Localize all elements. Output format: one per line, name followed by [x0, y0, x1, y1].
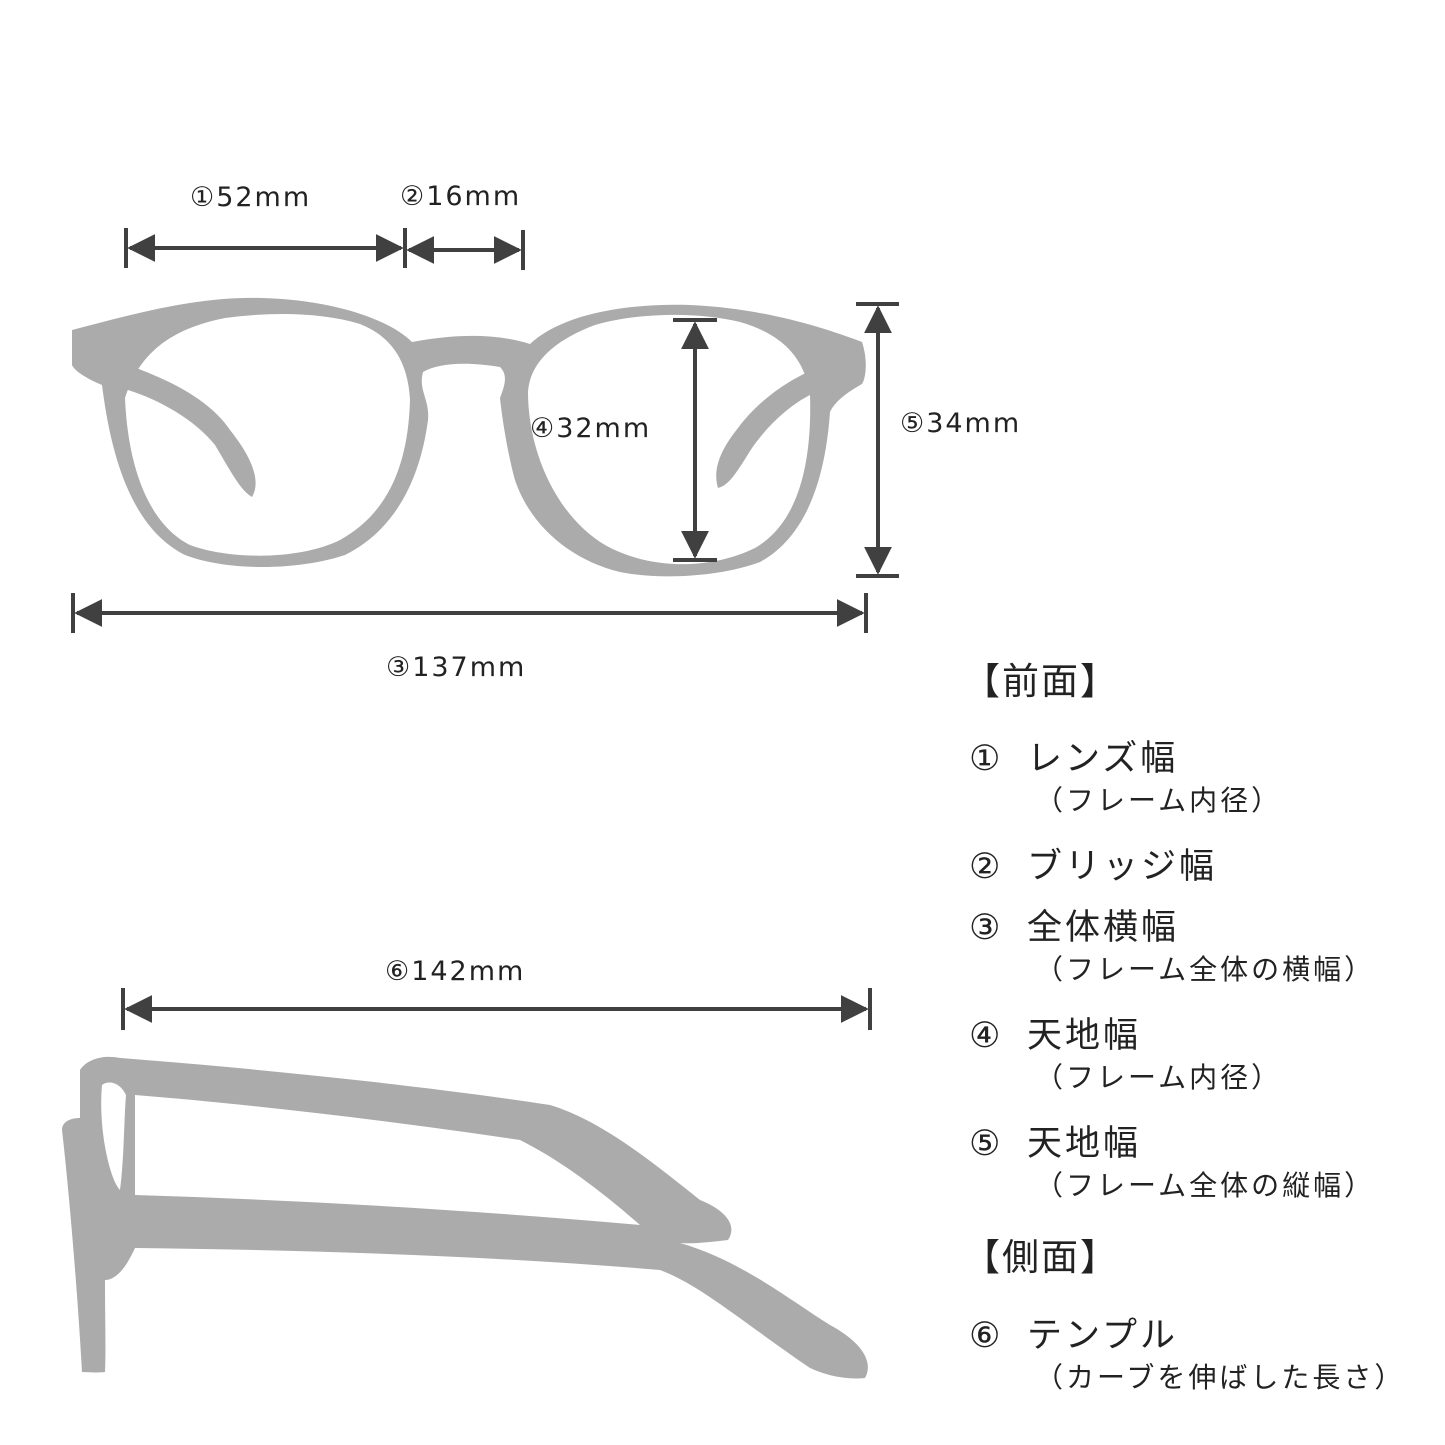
legend-item-total-width: ③ 全体横幅 — [969, 899, 1179, 950]
legend-num: ③ — [969, 908, 1004, 948]
frame-height-label: ⑤34mm — [900, 408, 1021, 439]
legend-sub: （フレーム全体の縦幅） — [1035, 1169, 1376, 1202]
legend-sub: （フレーム内径） — [1035, 1061, 1283, 1094]
side-frame — [62, 1056, 868, 1379]
legend-label: レンズ幅 — [1027, 739, 1179, 779]
legend-item-frame-height: ⑤ 天地幅 — [969, 1115, 1141, 1166]
lens-height-label: ④32mm — [530, 413, 651, 444]
legend-item-temple: ⑥ テンプル — [969, 1307, 1178, 1358]
front-frame — [72, 297, 866, 577]
legend-num: ① — [969, 739, 1004, 779]
legend-item-bridge-width: ② ブリッジ幅 — [969, 838, 1217, 889]
legend-num: ⑤ — [969, 1124, 1004, 1164]
legend-label: 天地幅 — [1027, 1124, 1142, 1164]
legend-sub: （フレーム全体の横幅） — [1035, 953, 1376, 986]
bridge-width-label: ②16mm — [400, 181, 521, 212]
temple-length-label: ⑥142mm — [385, 956, 525, 987]
lens-width-label: ①52mm — [190, 182, 311, 213]
dimension-lines — [71, 228, 899, 1030]
legend-item-lens-height: ④ 天地幅 — [969, 1007, 1141, 1058]
side-heading: 【側面】 — [963, 1236, 1119, 1279]
legend-num: ④ — [969, 1016, 1004, 1056]
legend-item-lens-width: ① レンズ幅 — [969, 730, 1178, 781]
legend-num: ⑥ — [969, 1316, 1004, 1356]
legend-label: 天地幅 — [1027, 1016, 1142, 1056]
legend-sub: （カーブを伸ばした長さ） — [1035, 1361, 1406, 1394]
legend-sub: （フレーム内径） — [1035, 784, 1283, 817]
legend-num: ② — [969, 847, 1004, 887]
legend-label: テンプル — [1027, 1316, 1178, 1356]
legend-label: 全体横幅 — [1027, 908, 1180, 948]
legend-label: ブリッジ幅 — [1027, 847, 1218, 887]
total-width-label: ③137mm — [386, 652, 526, 683]
front-heading: 【前面】 — [963, 660, 1119, 703]
